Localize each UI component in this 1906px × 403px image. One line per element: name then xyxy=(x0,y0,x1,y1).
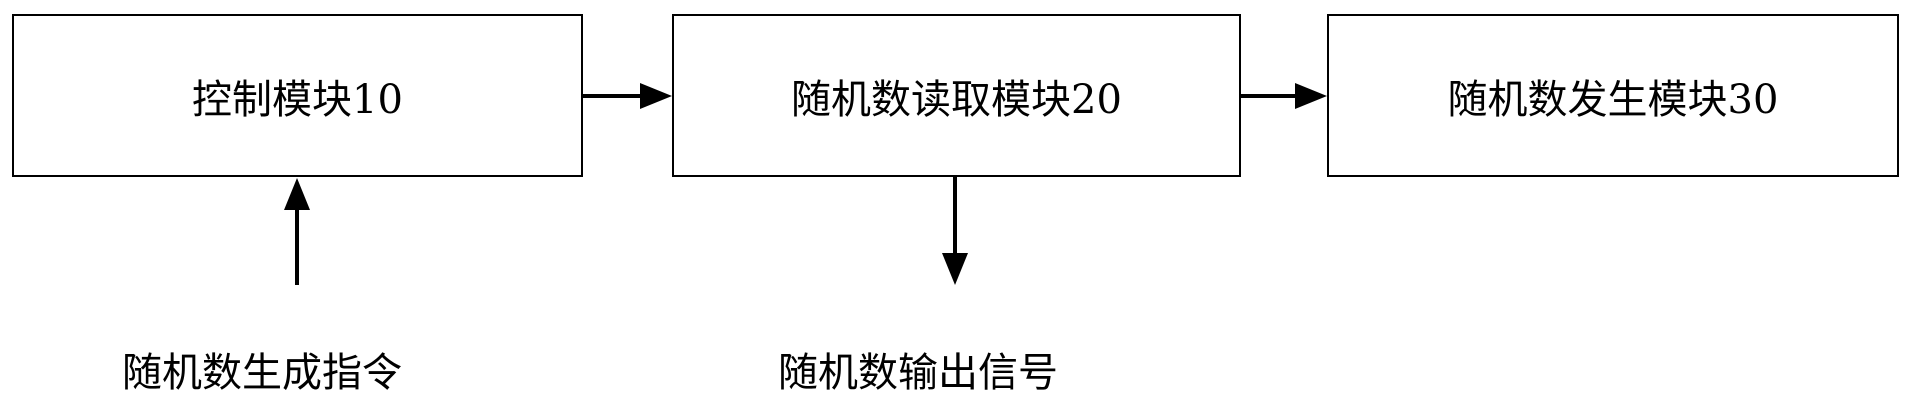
control-module-label: 控制模块10 xyxy=(192,76,403,123)
output-signal-caption: 随机数输出信号 xyxy=(778,350,1058,396)
random-generator-module-label: 随机数发生模块30 xyxy=(1447,76,1779,123)
random-generator-module-box: 随机数发生模块30 xyxy=(1327,14,1899,177)
control-module-box: 控制模块10 xyxy=(12,14,583,177)
input-command-caption: 随机数生成指令 xyxy=(122,350,402,396)
arrow-reader-to-generator xyxy=(1241,83,1327,109)
random-reader-module-box: 随机数读取模块20 xyxy=(672,14,1241,177)
arrow-input-to-control xyxy=(284,178,310,285)
arrow-control-to-reader xyxy=(583,83,672,109)
arrow-reader-to-output xyxy=(942,177,968,285)
random-reader-module-label: 随机数读取模块20 xyxy=(791,76,1122,123)
